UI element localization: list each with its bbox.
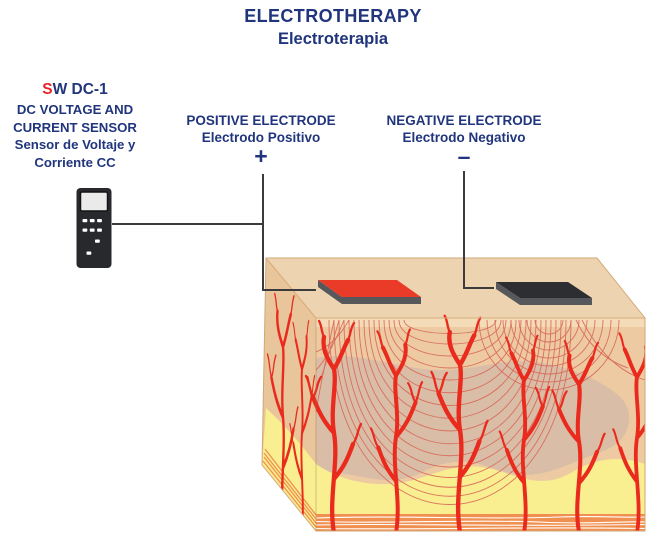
positive-electrode-pad — [318, 280, 421, 304]
sensor-name-en-line1: DC VOLTAGE AND — [16, 102, 134, 117]
title: ELECTROTHERAPY Electroterapia — [0, 6, 666, 49]
epidermis-layer — [316, 318, 645, 327]
positive-pad-top — [318, 280, 421, 297]
positive-label-es: Electrodo Positivo — [201, 130, 321, 145]
positive-wire — [262, 174, 316, 291]
negative-label-es: Electrodo Negativo — [402, 130, 526, 145]
wires — [112, 171, 494, 291]
negative-pad-side — [496, 282, 592, 305]
top-left-edge-line — [265, 258, 317, 319]
sensor-name-en-line2: CURRENT SENSOR — [13, 119, 137, 135]
device-screen — [79, 191, 109, 212]
sensor-label: SW DC-1 DC VOLTAGE AND CURRENT SENSOR Se… — [0, 81, 150, 171]
muscle-striations — [315, 515, 645, 530]
sensor-name-es-line2: Corriente CC — [34, 154, 116, 170]
positive-label-en: POSITIVE ELECTRODE — [186, 113, 336, 128]
skin-block-illustration — [261, 257, 646, 532]
title-english: ELECTROTHERAPY — [244, 6, 422, 26]
negative-wire — [463, 171, 494, 289]
sensor-model-rest: W DC-1 — [52, 81, 108, 98]
sensor-name-es-line1: Sensor de Voltaje y — [14, 137, 136, 152]
title-spanish: Electroterapia — [277, 29, 389, 48]
minus-symbol: – — [457, 143, 471, 169]
positive-pad-side — [318, 280, 421, 304]
plus-symbol: + — [254, 143, 268, 169]
block-outline — [261, 257, 646, 532]
positive-electrode-label: POSITIVE ELECTRODE Electrodo Positivo + — [170, 112, 352, 169]
muscle-striations-left — [262, 448, 317, 528]
dc-sensor-device-icon — [76, 188, 112, 268]
negative-electrode-label: NEGATIVE ELECTRODE Electrodo Negativo – — [373, 112, 555, 169]
negative-pad-top — [496, 282, 592, 298]
sensor-model-name: SW DC-1 — [0, 81, 150, 99]
negative-electrode-pad — [496, 282, 592, 305]
negative-label-en: NEGATIVE ELECTRODE — [386, 113, 542, 128]
device-buttons — [82, 219, 102, 255]
sensor-model-highlight: S — [42, 81, 53, 98]
